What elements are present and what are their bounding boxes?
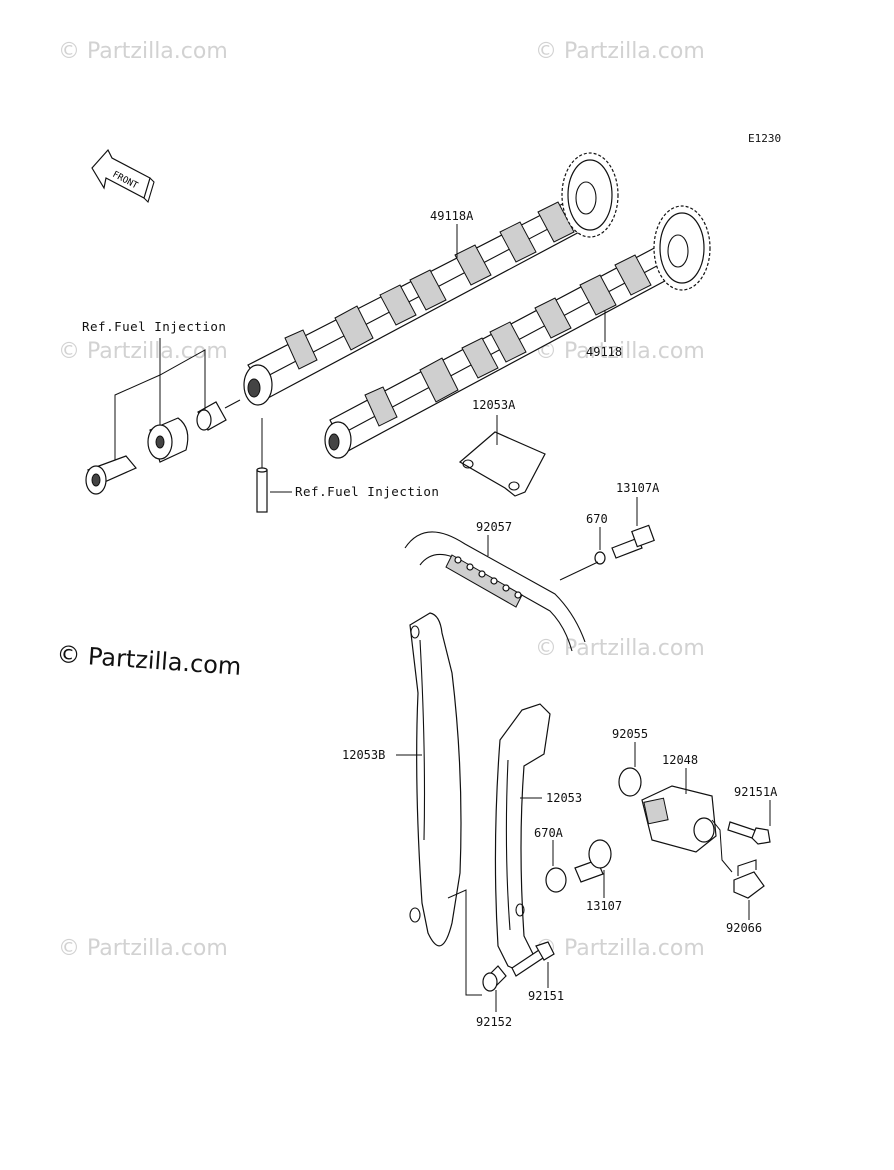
watermark-mid-left: © Partzilla.com bbox=[58, 339, 228, 364]
front-arrow-icon: FRONT bbox=[91, 148, 155, 204]
chain-guide-12053B[interactable] bbox=[409, 612, 462, 947]
part-label-12053A[interactable]: 12053A bbox=[472, 398, 516, 412]
watermark-bottom-left: © Partzilla.com bbox=[58, 936, 228, 961]
part-label-49118[interactable]: 49118 bbox=[586, 345, 622, 359]
o-ring-92055[interactable] bbox=[618, 767, 642, 797]
part-label-670[interactable]: 670 bbox=[586, 512, 608, 526]
chain-links-icon bbox=[454, 556, 522, 599]
watermark-top-right: © Partzilla.com bbox=[535, 39, 705, 64]
part-label-13107A[interactable]: 13107A bbox=[616, 481, 660, 495]
tensioner-bolt-13107[interactable] bbox=[574, 839, 612, 883]
part-label-92066[interactable]: 92066 bbox=[726, 921, 762, 935]
watermark-top-left: © Partzilla.com bbox=[58, 39, 228, 64]
part-label-12053B[interactable]: 12053B bbox=[342, 748, 385, 762]
bolt-92151A[interactable] bbox=[727, 821, 771, 845]
ref-fuel-injection-label-2: Ref.Fuel Injection bbox=[295, 484, 439, 499]
part-label-13107[interactable]: 13107 bbox=[586, 899, 622, 913]
cam-lobes-upper bbox=[284, 201, 575, 370]
ref-fuel-injection-label-1: Ref.Fuel Injection bbox=[82, 319, 226, 334]
part-label-49118A[interactable]: 49118A bbox=[430, 209, 474, 223]
bolt-92066[interactable] bbox=[733, 859, 765, 899]
watermark-bottom-right: © Partzilla.com bbox=[535, 936, 705, 961]
cam-chain[interactable] bbox=[404, 531, 586, 652]
cam-sprocket-upper-icon bbox=[561, 152, 619, 238]
part-label-12048[interactable]: 12048 bbox=[662, 753, 698, 767]
chain-tensioner-12048[interactable] bbox=[641, 785, 717, 853]
part-label-92151A[interactable]: 92151A bbox=[734, 785, 778, 799]
o-ring-670A[interactable] bbox=[545, 867, 567, 893]
watermark-center-right: © Partzilla.com bbox=[535, 636, 705, 661]
camshaft-exhaust[interactable] bbox=[324, 244, 677, 459]
watermark-main: © Partzilla.com bbox=[56, 640, 243, 681]
part-label-670A[interactable]: 670A bbox=[534, 826, 564, 840]
tensioner-bolt-13107A[interactable] bbox=[611, 524, 655, 559]
diagram-code: E1230 bbox=[748, 132, 781, 145]
cam-chain-guide-upper[interactable] bbox=[458, 431, 546, 497]
part-label-92057[interactable]: 92057 bbox=[476, 520, 512, 534]
part-label-92151[interactable]: 92151 bbox=[528, 989, 564, 1003]
part-label-92055[interactable]: 92055 bbox=[612, 727, 648, 741]
watermark-mid-right: © Partzilla.com bbox=[535, 339, 705, 364]
part-label-12053[interactable]: 12053 bbox=[546, 791, 582, 805]
o-ring-670[interactable] bbox=[594, 551, 606, 565]
cam-lobes-lower bbox=[364, 254, 652, 427]
cam-sprocket-lower-icon bbox=[653, 205, 711, 291]
fuel-injection-ref-parts bbox=[85, 401, 268, 513]
part-label-92152[interactable]: 92152 bbox=[476, 1015, 512, 1029]
bolt-92151[interactable] bbox=[511, 941, 555, 977]
collar-92152[interactable] bbox=[482, 965, 507, 992]
